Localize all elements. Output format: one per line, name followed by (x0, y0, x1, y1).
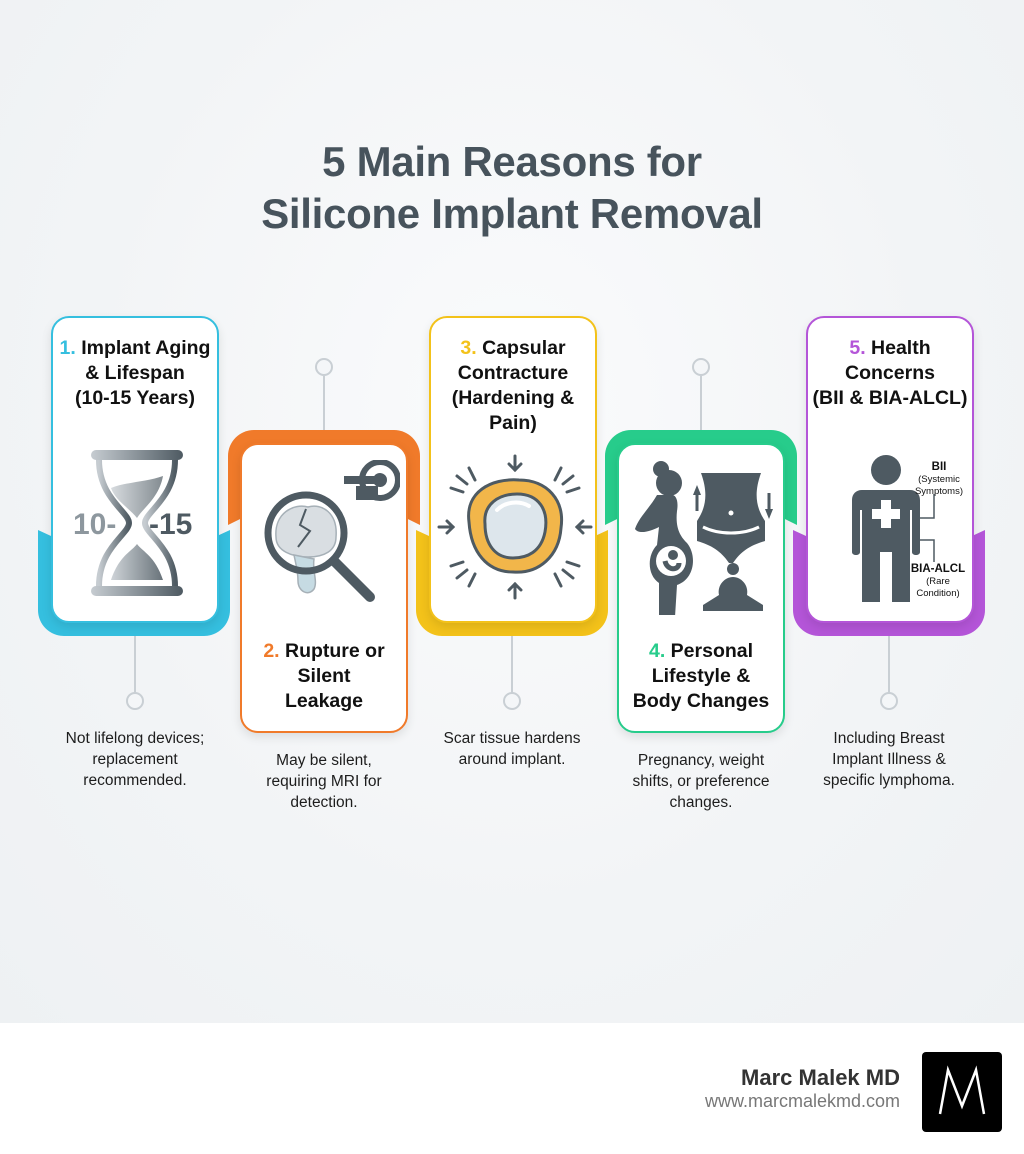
connector-line-4 (700, 376, 702, 430)
reason-2-title: 2. Rupture or Silent Leakage (263, 640, 385, 712)
pregnancy-body-yoga-icon (635, 461, 773, 615)
reason-card-1: 1. Implant Aging & Lifespan (10-15 Years… (51, 316, 219, 623)
reason-3-title: 3. Capsular Contracture (Hardening & Pai… (451, 337, 575, 434)
connector-line-1 (134, 636, 136, 694)
brand-url[interactable]: www.marcmalekmd.com (704, 1091, 900, 1111)
magnifier-ruptured-implant-icon (264, 491, 375, 602)
connector-line-2 (323, 376, 325, 430)
capsule-compression-icon (437, 454, 593, 600)
connector-dot-4 (692, 358, 710, 376)
mri-scanner-icon (344, 460, 400, 501)
title-line-1: 5 Main Reasons for (322, 138, 702, 185)
connector-line-3 (511, 636, 513, 694)
reason-5-description: Including Breast Implant Illness & speci… (823, 730, 955, 789)
reason-4-title: 4. Personal Lifestyle & Body Changes (632, 640, 770, 712)
bii-label: BII (Systemic Symptoms) (914, 461, 964, 497)
reason-card-2: 2. Rupture or Silent Leakage (240, 443, 408, 733)
bii-pointer-line (920, 494, 935, 562)
brand-name: Marc Malek MD (741, 1065, 900, 1090)
reason-4-description: Pregnancy, weight shifts, or preference … (632, 752, 770, 811)
svg-text:-15: -15 (149, 508, 192, 541)
person-medical-cross-icon (852, 455, 920, 602)
reason-2-description: May be silent, requiring MRI for detecti… (266, 752, 382, 811)
reason-card-5: 5. Health Concerns (BII & BIA-ALCL) BII … (806, 316, 974, 623)
reason-1-description: Not lifelong devices; replacement recomm… (65, 730, 205, 789)
page-title: 5 Main Reasons for Silicone Implant Remo… (0, 136, 1024, 240)
footer (0, 1023, 1024, 1154)
reason-1-title: 1. Implant Aging & Lifespan (10-15 Years… (59, 337, 211, 409)
title-line-2: Silicone Implant Removal (261, 190, 763, 237)
reason-3-description: Scar tissue hardens around implant. (443, 730, 581, 768)
brand-logo (922, 1052, 1002, 1132)
bia-alcl-label: BIA-ALCL (Rare Condition) (910, 563, 966, 599)
hourglass-icon: 10- -15 (73, 450, 192, 596)
logo-m-icon (938, 1065, 986, 1115)
reason-card-3: 3. Capsular Contracture (Hardening & Pai… (429, 316, 597, 623)
reason-5-title: 5. Health Concerns (BII & BIA-ALCL) (812, 337, 968, 409)
connector-dot-5 (880, 692, 898, 710)
connector-line-5 (888, 636, 890, 694)
connector-dot-3 (503, 692, 521, 710)
connector-dot-2 (315, 358, 333, 376)
reason-card-4: 4. Personal Lifestyle & Body Changes (617, 443, 785, 733)
connector-dot-1 (126, 692, 144, 710)
svg-text:10-: 10- (73, 508, 116, 541)
